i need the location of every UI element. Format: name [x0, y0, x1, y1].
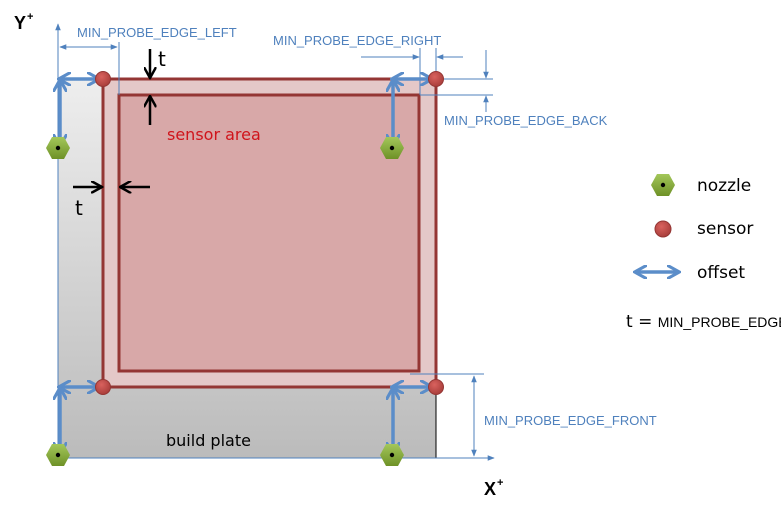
offset-arrows	[60, 79, 431, 453]
legend-t-definition: t = MIN_PROBE_EDGE	[590, 312, 781, 332]
t-top-label: t	[158, 47, 166, 71]
min-probe-edge-left-label: MIN_PROBE_EDGE_LEFT	[77, 25, 237, 40]
legend-label-sensor: sensor	[697, 219, 753, 239]
x-axis-sup: +	[497, 477, 503, 489]
min-probe-edge-front-label: MIN_PROBE_EDGE_FRONT	[484, 413, 657, 428]
x-axis-label: X	[484, 479, 496, 499]
sensor-area-label: sensor area	[167, 125, 261, 144]
min-probe-edge-back-label: MIN_PROBE_EDGE_BACK	[444, 113, 608, 128]
legend: nozzle sensor offset t = MIN_PROBE_EDGE	[590, 174, 781, 332]
sensor-circle-icon	[654, 220, 672, 238]
legend-item-offset: offset	[636, 263, 745, 283]
nozzle-icon-tl	[46, 137, 70, 159]
nozzle-hexagon-icon	[651, 174, 675, 196]
legend-t-definition-text: t = MIN_PROBE_EDGE	[590, 312, 781, 332]
nozzle-icon-bl	[46, 444, 70, 466]
sensor-area	[117, 93, 421, 373]
legend-label-nozzle: nozzle	[697, 176, 751, 196]
y-axis-sup: +	[27, 11, 33, 23]
t-def-value: MIN_PROBE_EDGE	[658, 314, 781, 330]
sensor-icon-br	[428, 379, 444, 395]
min-probe-edge-right-label: MIN_PROBE_EDGE_RIGHT	[273, 33, 441, 48]
legend-label-offset: offset	[697, 263, 745, 283]
nozzle-icon-br	[380, 444, 404, 466]
t-left-label: t	[75, 196, 83, 220]
t-def-prefix: t =	[626, 312, 658, 332]
legend-item-sensor: sensor	[654, 219, 753, 239]
sensor-icon-tl	[95, 71, 111, 87]
legend-item-nozzle: nozzle	[651, 174, 751, 196]
build-plate-label: build plate	[166, 431, 251, 450]
y-axis-label: Y	[14, 13, 26, 33]
sensor-icon-tr	[428, 71, 444, 87]
sensor-icon-bl	[95, 379, 111, 395]
nozzle-icon-tr	[380, 137, 404, 159]
